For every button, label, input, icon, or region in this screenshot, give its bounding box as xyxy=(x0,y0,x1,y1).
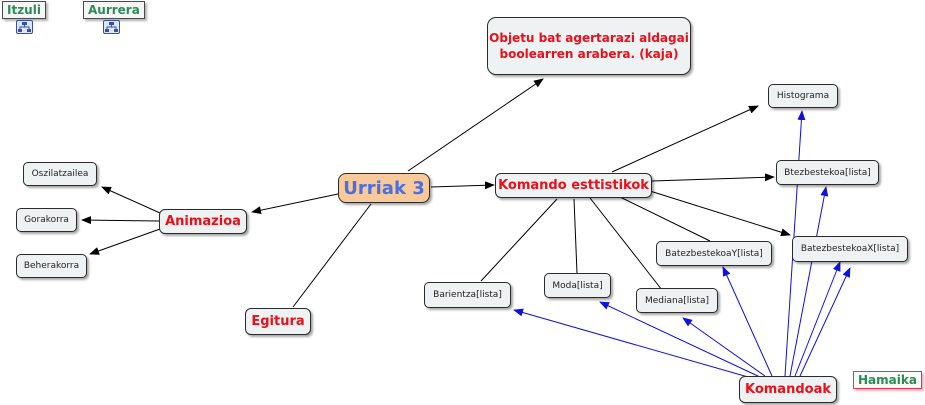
link-animazioa-gorakorra xyxy=(81,216,161,225)
link-animazioa-oszilatzailea xyxy=(101,186,161,214)
link-center-animazioa xyxy=(251,193,339,215)
link-komando-mediana xyxy=(589,197,663,291)
link-komando-histograma xyxy=(611,105,759,173)
link-komando-batezy xyxy=(619,196,711,242)
link-animazioa-beherakorra xyxy=(89,228,161,255)
blue-link-batezx-2 xyxy=(799,267,851,377)
node-moda[interactable]: Moda[lista] xyxy=(544,273,611,298)
node-batezbestekoa-y[interactable]: BatezbestekoaY[lista] xyxy=(656,241,772,266)
node-batezbestekoa-x[interactable]: BatezbestekoaX[lista] xyxy=(792,236,908,262)
link-center-komando xyxy=(430,181,495,190)
node-oszilatzailea[interactable]: Oszilatzailea xyxy=(23,162,97,186)
back-button[interactable]: Itzuli xyxy=(2,1,46,19)
link-center-egitura xyxy=(292,203,372,308)
blue-link-moda xyxy=(599,301,761,378)
link-komando-batezx xyxy=(649,190,791,237)
node-mediana[interactable]: Mediana[lista] xyxy=(636,288,718,313)
node-gorakorra[interactable]: Gorakorra xyxy=(16,208,77,232)
link-komando-moda xyxy=(573,198,578,274)
link-komando-barientza xyxy=(480,198,558,282)
link-komando-btez xyxy=(651,173,775,182)
hamaika-link[interactable]: Hamaika xyxy=(853,371,922,389)
forward-submap-icon[interactable] xyxy=(103,20,120,34)
link-center-title xyxy=(407,78,544,172)
title-node[interactable]: Objetu bat agertarazi aldagai boolearren… xyxy=(487,17,691,75)
node-center[interactable]: Urriak 3 xyxy=(338,173,430,203)
node-btezbestekoa[interactable]: Btezbestekoa[lista] xyxy=(776,160,879,185)
node-komando[interactable]: Komando esttistikok xyxy=(495,173,652,198)
node-barientza[interactable]: Barientza[lista] xyxy=(424,282,511,308)
blue-link-barientza xyxy=(513,308,756,380)
node-egitura[interactable]: Egitura xyxy=(245,308,311,335)
blue-link-batezy xyxy=(722,266,773,377)
node-histograma[interactable]: Histograma xyxy=(768,84,838,108)
forward-button[interactable]: Aurrera xyxy=(83,1,145,19)
back-submap-icon[interactable] xyxy=(16,20,33,34)
node-komandoak[interactable]: Komandoak xyxy=(739,376,837,403)
blue-link-mediana xyxy=(682,317,766,377)
node-beherakorra[interactable]: Beherakorra xyxy=(16,254,87,278)
node-animazioa[interactable]: Animazioa xyxy=(159,209,247,234)
blue-link-batezx-1 xyxy=(794,261,841,377)
blue-link-btez xyxy=(789,186,829,377)
